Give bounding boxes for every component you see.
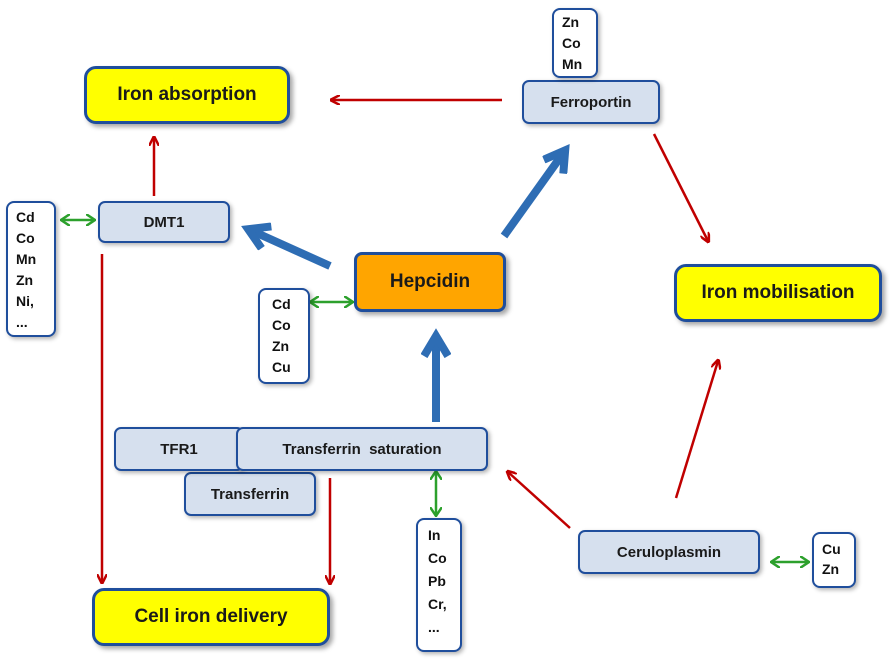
metal-item: Pb (428, 573, 446, 589)
hepcidin-box: Hepcidin (354, 252, 506, 312)
transferrin-box: Transferrin (184, 472, 316, 516)
arrow-ferroportin-to-iron-mobilisation (652, 133, 708, 241)
metal-item: Zn (822, 561, 840, 577)
metal-item: Cr, (428, 596, 447, 612)
iron-absorption-box: Iron absorption (84, 66, 290, 124)
tfr1-box: TFR1 (114, 427, 244, 471)
metal-item: Mn (562, 56, 583, 72)
ferroportin-box: Ferroportin (522, 80, 660, 124)
transferrin-saturation-box: Transferrin saturation (236, 427, 488, 471)
ceruloplasmin-metals-list: Cu Zn (812, 532, 856, 588)
metal-item: Co (562, 35, 581, 51)
metal-item: Zn (272, 338, 290, 354)
iron-mobilisation-box: Iron mobilisation (674, 264, 882, 322)
metal-item: ... (16, 314, 28, 330)
cell-iron-delivery-box: Cell iron delivery (92, 588, 330, 646)
arrow-ceruloplasmin-to-iron-mobilisation (674, 361, 718, 499)
arrow-hepcidin-to-dmt1 (250, 230, 332, 270)
arrow-hepcidin-to-ferroportin (500, 152, 564, 239)
metal-item: Cu (822, 541, 841, 557)
metal-item: Co (16, 230, 35, 246)
metal-item: ... (428, 619, 440, 635)
metal-item: Cu (272, 359, 291, 375)
metal-item: Co (272, 317, 291, 333)
metal-item: Mn (16, 251, 37, 267)
metal-item: Zn (562, 14, 580, 30)
metal-item: Cd (16, 209, 35, 225)
dmt1-metals-list: Cd Co Mn Zn Ni, ... (6, 201, 56, 337)
ceruloplasmin-box: Ceruloplasmin (578, 530, 760, 574)
arrow-ceruloplasmin-to-transferrin-saturation (508, 472, 571, 529)
metal-item: Cd (272, 296, 291, 312)
ferroportin-metals-list: Zn Co Mn (552, 8, 598, 78)
metal-item: Ni, (16, 293, 34, 309)
metal-item: Co (428, 550, 447, 566)
dmt1-box: DMT1 (98, 201, 230, 243)
transferrin-saturation-metals-list: In Co Pb Cr, ... (416, 518, 462, 652)
hepcidin-metals-list: Cd Co Zn Cu (258, 288, 310, 384)
metal-item: In (428, 527, 441, 543)
metal-item: Zn (16, 272, 34, 288)
